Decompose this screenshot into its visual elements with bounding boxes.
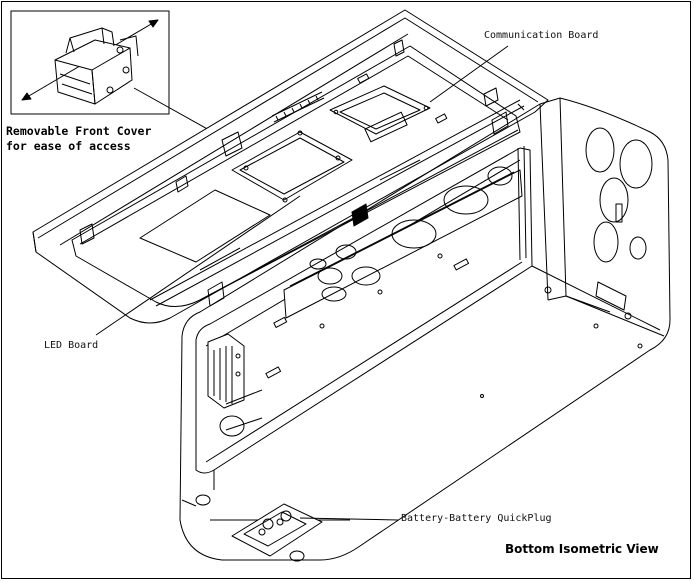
inset-detail — [10, 10, 170, 115]
leader-led-board — [95, 195, 301, 336]
removable-cover-label: Removable Front Cover for ease of access — [6, 124, 151, 154]
led-board-label: LED Board — [44, 340, 99, 351]
removable-cover-label-line2: for ease of access — [6, 139, 131, 153]
view-title: Bottom Isometric View — [505, 542, 659, 556]
callout-leaders — [95, 45, 509, 521]
enclosure-body — [179, 97, 671, 562]
communication-board-label: Communication Board — [484, 30, 599, 41]
battery-quickplug-label: Battery-Battery QuickPlug — [401, 513, 552, 524]
leader-battery-quickplug — [299, 517, 399, 521]
front-cover — [32, 9, 549, 324]
leader-communication-board — [429, 45, 509, 103]
removable-cover-label-line1: Removable Front Cover — [6, 124, 152, 138]
